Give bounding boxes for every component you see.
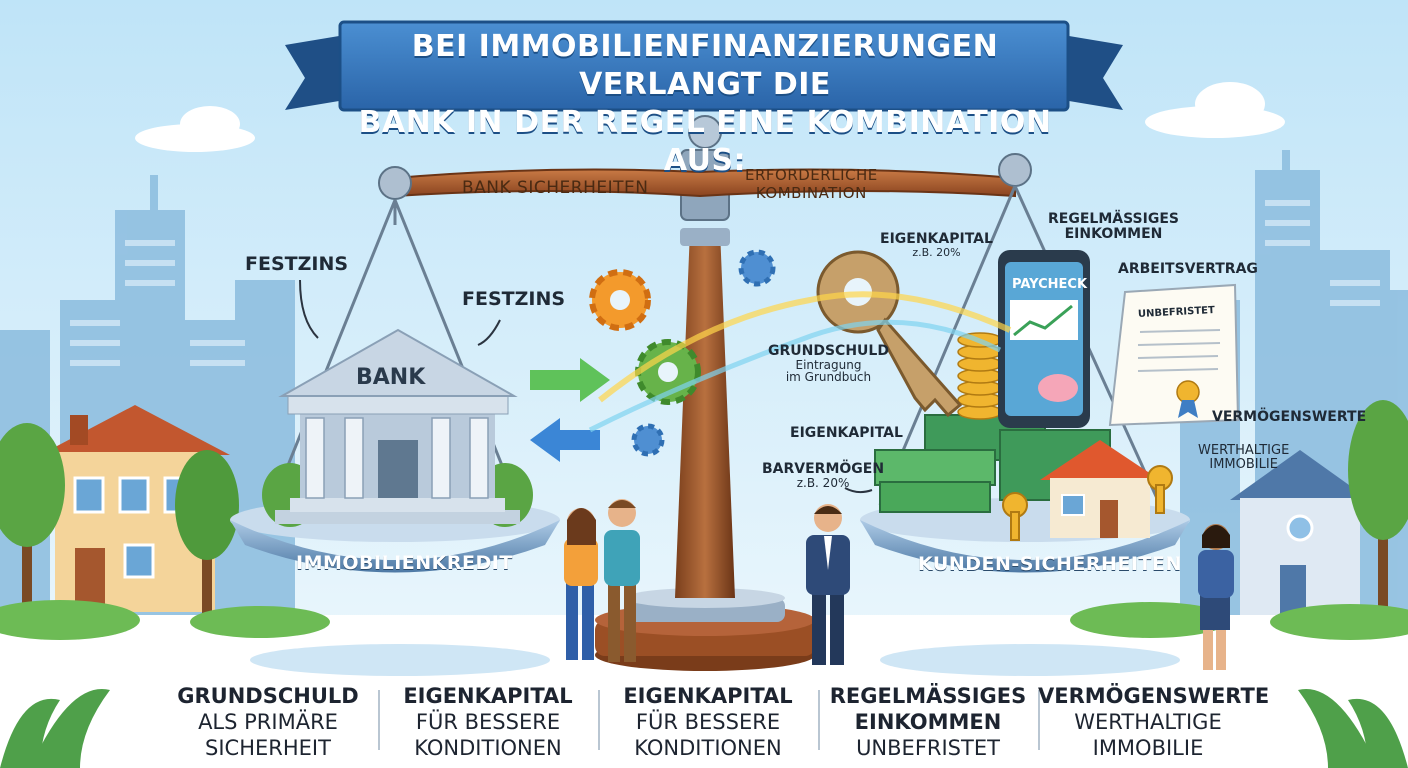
left-chains [268, 199, 522, 511]
advisor-man [806, 504, 850, 665]
label-grundschuld-sub1: Eintragung [795, 357, 862, 372]
label-festzins-2: FESTZINS [462, 288, 566, 310]
people-left [564, 499, 640, 662]
label-werthaltige: WERTHALTIGE IMMOBILIE [1198, 444, 1289, 471]
page-title: BEI IMMOBILIENFINANZIERUNGEN VERLANGT DI… [340, 28, 1070, 180]
summary-item-2: EIGENKAPITAL FÜR BESSERE KONDITIONEN [378, 683, 598, 763]
gear-icons [589, 249, 776, 457]
summary-item-3-line2: FÜR BESSERE [635, 710, 781, 734]
gold-coins [957, 332, 1003, 420]
scale-beam [378, 153, 1032, 200]
shadow-right [880, 644, 1180, 676]
label-barvermoegen-title: BARVERMÖGEN [762, 461, 885, 477]
summary-item-5-line1: VERMÖGENSWERTE [1038, 684, 1270, 708]
title-banner [285, 20, 1123, 112]
contract-document [1108, 283, 1240, 427]
label-barvermoegen-sub: z.B. 20% [796, 475, 850, 490]
label-regelmaessiges-line1: REGELMÄSSIGES [1048, 211, 1179, 227]
label-arbeitsvertrag: ARBEITSVERTRAG [1118, 261, 1258, 277]
smartphone [998, 250, 1090, 428]
advisor-woman [1198, 524, 1234, 670]
label-regelmaessiges-line2: EINKOMMEN [1064, 225, 1163, 242]
label-werthaltige-line1: WERTHALTIGE [1198, 443, 1290, 458]
label-werthaltige-line2: IMMOBILIE [1209, 456, 1278, 472]
label-grundschuld-title: GRUNDSCHULD [768, 343, 889, 359]
divider-2 [598, 690, 600, 750]
label-grundschuld-sub2: im Grundbuch [785, 370, 872, 385]
label-vermoegenswerte: VERMÖGENSWERTE [1212, 409, 1367, 425]
summary-item-4-line2: EINKOMMEN [854, 710, 1002, 734]
building-windows [70, 200, 1380, 366]
divider-1 [378, 690, 380, 750]
summary-item-2-line1: EIGENKAPITAL [403, 684, 573, 708]
beam-label-right: ERFORDERLICHE KOMBINATION [745, 166, 878, 202]
summary-item-5-line3: IMMOBILIE [1092, 736, 1204, 760]
plants-corners [0, 688, 1408, 768]
divider-4 [1038, 690, 1040, 750]
summary-item-4-line1: REGELMÄSSIGES [829, 684, 1027, 708]
summary-item-1: GRUNDSCHULD ALS PRIMÄRE SICHERHEIT [158, 683, 378, 763]
summary-item-1-line2: ALS PRIMÄRE [198, 710, 338, 734]
label-eigenkapital-top-sub: z.B. 20% [912, 245, 961, 259]
bank-sign: BANK [356, 365, 426, 390]
title-line-1: BEI IMMOBILIENFINANZIERUNGEN VERLANGT DI… [411, 29, 999, 102]
label-barvermoegen: BARVERMÖGEN z.B. 20% [762, 462, 884, 489]
small-house [1040, 440, 1160, 538]
clouds [135, 82, 1285, 152]
summary-item-5: VERMÖGENSWERTE WERTHALTIGE IMMOBILIE [1038, 683, 1270, 763]
summary-item-3-line3: KONDITIONEN [634, 736, 782, 760]
label-eigenkapital-top: EIGENKAPITAL z.B. 20% [880, 232, 993, 258]
plate-label-left: IMMOBILIENKREDIT [296, 552, 513, 574]
small-keys [1002, 465, 1173, 541]
trees-right [1348, 400, 1408, 620]
arrow-icons [530, 291, 1012, 462]
title-line-2: BANK IN DER REGEL EINE KOMBINATION AUS: [358, 105, 1052, 178]
divider-3 [818, 690, 820, 750]
summary-item-3-line1: EIGENKAPITAL [623, 684, 793, 708]
summary-item-1-line1: GRUNDSCHULD [177, 684, 359, 708]
summary-item-3: EIGENKAPITAL FÜR BESSERE KONDITIONEN [598, 683, 818, 763]
paycheck-label: PAYCHECK [1012, 277, 1088, 292]
beam-label-left: BANK SICHERHEITEN [462, 178, 649, 198]
summary-item-1-line3: SICHERHEIT [205, 736, 331, 760]
label-regelmaessiges: REGELMÄSSIGES EINKOMMEN [1048, 212, 1179, 241]
shadow-left [250, 644, 550, 676]
house-right [1230, 450, 1370, 618]
summary-item-2-line2: FÜR BESSERE [415, 710, 561, 734]
summary-item-4-line3: UNBEFRISTET [856, 736, 1000, 760]
beam-label-right-line1: ERFORDERLICHE [745, 166, 878, 184]
bank-building [262, 328, 533, 527]
summary-item-2-line3: KONDITIONEN [414, 736, 562, 760]
trees-left [0, 423, 239, 620]
label-grundschuld: GRUNDSCHULD Eintragung im Grundbuch [768, 344, 889, 384]
bushes [0, 600, 1408, 640]
label-eigenkapital-mid: EIGENKAPITAL [790, 425, 903, 441]
summary-item-5-line2: WERTHALTIGE [1074, 710, 1222, 734]
label-festzins-1: FESTZINS [245, 253, 349, 275]
beam-label-right-line2: KOMBINATION [755, 184, 867, 202]
plate-label-right: KUNDEN-SICHERHEITEN [918, 553, 1182, 575]
label-eigenkapital-top-title: EIGENKAPITAL [880, 231, 993, 247]
summary-item-4: REGELMÄSSIGES EINKOMMEN UNBEFRISTET [818, 683, 1038, 763]
pointer-arrows [299, 279, 873, 494]
